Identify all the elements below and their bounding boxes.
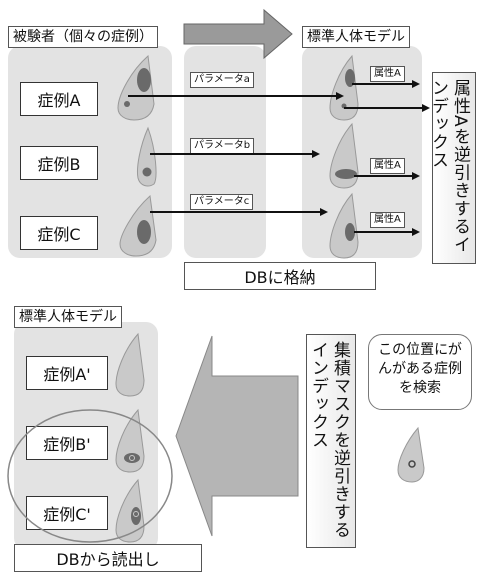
mapping-arrow xyxy=(183,8,293,60)
subjects-header: 被験者（個々の症例） xyxy=(8,26,158,48)
case-box-b-prime: 症例B' xyxy=(26,426,108,460)
param-a-label: パラメータa xyxy=(190,72,254,88)
std-model-header-top: 標準人体モデル xyxy=(302,26,410,48)
param-c-label: パラメータc xyxy=(190,194,254,210)
std-silhouette-b-prime xyxy=(115,408,145,473)
case-box-b: 症例B xyxy=(20,146,98,180)
big-left-arrow xyxy=(175,335,299,537)
attr-reverse-index-box: 属性Aを逆引きするインデックス xyxy=(428,72,476,264)
case-box-c-prime: 症例C' xyxy=(26,496,108,530)
std-silhouette-c-prime xyxy=(115,478,145,543)
subject-silhouette-a xyxy=(117,54,155,121)
subject-silhouette-c xyxy=(119,195,157,257)
std-silhouette-b xyxy=(329,122,359,189)
db-store-box: DBに格納 xyxy=(184,262,376,290)
subject-silhouette-b xyxy=(137,126,157,187)
mask-reverse-index-box: 集積マスクを逆引きするインデックス xyxy=(306,334,356,548)
case-box-a: 症例A xyxy=(20,82,98,116)
query-silhouette xyxy=(397,426,425,483)
db-read-box: DBから読出し xyxy=(14,544,202,572)
attr-label-2: 属性A xyxy=(370,158,405,174)
std-silhouette-a-prime xyxy=(115,332,145,397)
case-box-a-prime: 症例A' xyxy=(26,356,108,390)
std-silhouette-a xyxy=(329,54,359,121)
attr-label-1: 属性A xyxy=(370,66,405,82)
std-model-header-bottom: 標準人体モデル xyxy=(14,306,122,328)
search-callout: この位置にがんがある症例を検索 xyxy=(368,334,472,410)
case-box-c: 症例C xyxy=(20,216,98,250)
std-silhouette-c xyxy=(329,192,359,259)
attr-label-3: 属性A xyxy=(370,212,405,228)
match-highlight-ellipse xyxy=(7,409,173,543)
